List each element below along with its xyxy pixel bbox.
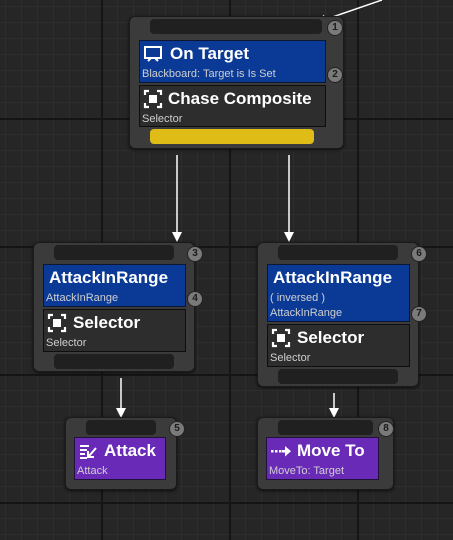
- attack-task-title: Attack: [104, 441, 156, 460]
- left-composite-subtitle: Selector: [46, 337, 87, 349]
- attack-input-pin[interactable]: [86, 420, 156, 435]
- left-selector-node[interactable]: 3 AttackInRange AttackInRange 4 Selector…: [33, 242, 203, 372]
- root-decorator[interactable]: On Target Blackboard: Target is Is Set: [139, 40, 326, 83]
- root-decorator-title: On Target: [170, 44, 250, 63]
- moveto-task-node[interactable]: 8 Move To MoveTo: Target: [257, 417, 394, 490]
- right-output-pin[interactable]: [278, 369, 398, 384]
- right-composite[interactable]: Selector Selector: [267, 324, 410, 367]
- root-input-pin[interactable]: [150, 19, 322, 34]
- root-decorator-subtitle: Blackboard: Target is Is Set: [142, 68, 276, 80]
- left-decorator-title: AttackInRange: [49, 268, 169, 287]
- moveto-execution-badge: 8: [378, 421, 394, 437]
- move-to-icon: [271, 446, 291, 457]
- root-composite-subtitle: Selector: [142, 113, 183, 125]
- composite-icon: [271, 328, 291, 348]
- attack-task-subtitle: Attack: [77, 465, 108, 477]
- right-composite-title: Selector: [297, 328, 365, 347]
- root-decorator-badge: 2: [327, 67, 343, 83]
- root-composite-title: Chase Composite: [168, 89, 312, 108]
- moveto-task[interactable]: Move To MoveTo: Target: [266, 437, 379, 480]
- moveto-task-subtitle: MoveTo: Target: [269, 465, 345, 477]
- left-composite[interactable]: Selector Selector: [43, 309, 186, 352]
- attack-execution-badge: 5: [169, 421, 185, 437]
- left-decorator-badge: 4: [187, 291, 203, 307]
- moveto-task-title: Move To: [297, 441, 365, 460]
- left-output-pin[interactable]: [54, 354, 174, 369]
- left-decorator[interactable]: AttackInRange AttackInRange: [43, 264, 186, 307]
- left-composite-title: Selector: [73, 313, 141, 332]
- right-composite-subtitle: Selector: [270, 352, 311, 364]
- root-output-pin[interactable]: [150, 129, 314, 144]
- right-decorator-title: AttackInRange: [273, 268, 393, 287]
- blackboard-icon: [144, 46, 162, 62]
- right-decorator-inversed-note: ( inversed ): [270, 292, 326, 304]
- root-execution-badge: 1: [327, 20, 343, 36]
- left-execution-badge: 3: [187, 246, 203, 262]
- composite-icon: [47, 313, 67, 333]
- right-input-pin[interactable]: [278, 245, 398, 260]
- left-decorator-subtitle: AttackInRange: [46, 292, 119, 304]
- root-composite[interactable]: Chase Composite Selector: [139, 85, 326, 127]
- right-execution-badge: 6: [411, 246, 427, 262]
- right-decorator-badge: 7: [411, 306, 427, 322]
- right-decorator-subtitle: AttackInRange: [270, 307, 343, 319]
- root-node[interactable]: 1 On Target Blackboard: Target is Is Set…: [129, 16, 344, 149]
- attack-icon: [80, 445, 97, 459]
- composite-icon: [143, 89, 163, 109]
- moveto-input-pin[interactable]: [278, 420, 373, 435]
- right-selector-node[interactable]: 6 AttackInRange ( inversed ) AttackInRan…: [257, 242, 427, 387]
- left-input-pin[interactable]: [54, 245, 174, 260]
- attack-task-node[interactable]: 5 Attack Attack: [65, 417, 185, 490]
- attack-task[interactable]: Attack Attack: [74, 437, 166, 480]
- right-decorator[interactable]: AttackInRange ( inversed ) AttackInRange: [267, 264, 410, 322]
